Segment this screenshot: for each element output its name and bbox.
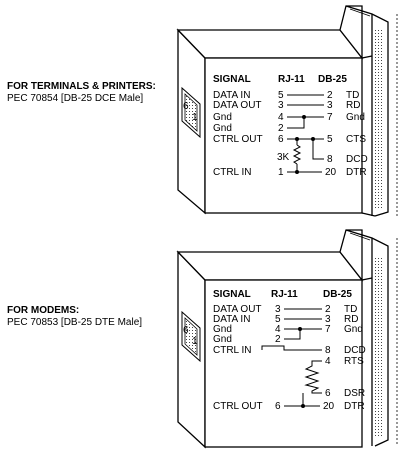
db25-signal: DTR: [346, 167, 367, 178]
diagram2-part: PEC 70853 [DB-25 DTE Male]: [7, 317, 143, 328]
jack1-pin-1: 1: [192, 112, 198, 123]
resistor-label: 3K: [277, 152, 290, 163]
db25-pin: 5: [327, 134, 333, 145]
pin-table-1: DATA IN 5 2 TD DATA OUT 3 3 RD Gnd 4 7 G…: [213, 90, 368, 178]
diagram2-title: FOR MODEMS:: [7, 305, 80, 316]
db25-signal: DTR: [344, 401, 365, 412]
signal-label: Gnd: [213, 123, 232, 134]
jack2-pin-6: 6: [183, 325, 189, 336]
header-db25-1: DB-25: [318, 74, 347, 85]
rj11-pin: 2: [275, 334, 281, 345]
wire-junction-dots-2: [298, 327, 305, 408]
jack2-pin-1: 1: [192, 336, 198, 347]
db25-pin: 2: [327, 90, 333, 101]
header-rj11-2: RJ-11: [271, 289, 298, 300]
diagram1-title: FOR TERMINALS & PRINTERS:: [7, 81, 156, 92]
signal-label: Gnd: [213, 334, 232, 345]
adapter-box-1: [176, 5, 398, 218]
db25-signal: RD: [344, 314, 358, 325]
signal-label: Gnd: [213, 324, 232, 335]
signal-label: DATA IN: [213, 314, 250, 325]
db25-signal: RD: [346, 100, 360, 111]
adapter-box-2: [176, 229, 398, 449]
header-rj11-1: RJ-11: [278, 74, 305, 85]
rj11-pin: 4: [278, 112, 284, 123]
jack1-pin-6: 6: [183, 101, 189, 112]
signal-label: CTRL IN: [213, 167, 252, 178]
db25-signal: TD: [344, 304, 357, 315]
wiring-2: [261, 308, 322, 407]
wiring-1: [287, 94, 324, 173]
signal-label: DATA IN: [213, 90, 250, 101]
db25-pin: 20: [323, 401, 335, 412]
db25-signal: RTS: [344, 356, 364, 367]
db25-pin: 2: [325, 304, 331, 315]
rj11-pin: 6: [275, 401, 281, 412]
db25-signal: DCD: [346, 154, 368, 165]
db25-pin: 8: [325, 345, 331, 356]
header-signal-2: SIGNAL: [213, 289, 251, 300]
db25-pin: 6: [325, 388, 331, 399]
signal-label: CTRL OUT: [213, 134, 263, 145]
signal-label: DATA OUT: [213, 304, 262, 315]
rj11-pin: 5: [278, 90, 284, 101]
db25-signal: Gnd: [346, 112, 365, 123]
signal-label: DATA OUT: [213, 100, 262, 111]
db25-pin: 7: [325, 324, 331, 335]
db25-signal: DSR: [344, 388, 365, 399]
wire-junction-dots-1: [295, 115, 315, 174]
db25-signal: CTS: [346, 134, 366, 145]
rj11-pin: 3: [275, 304, 281, 315]
rj11-pin: 2: [278, 123, 284, 134]
rj11-pin: 4: [275, 324, 281, 335]
pin-table-2: DATA OUT 3 2 TD DATA IN 5 3 RD Gnd 4 7 G…: [213, 304, 366, 412]
diagram1-part: PEC 70854 [DB-25 DCE Male]: [7, 93, 144, 104]
db25-signal: Gnd: [344, 324, 363, 335]
db25-signal: TD: [346, 90, 359, 101]
rj11-pin: 1: [278, 167, 284, 178]
rj11-pin: 6: [278, 134, 284, 145]
db25-pin: 3: [325, 314, 331, 325]
rj11-pin: 5: [275, 314, 281, 325]
signal-label: CTRL OUT: [213, 401, 263, 412]
rj11-pin: 3: [278, 100, 284, 111]
signal-label: Gnd: [213, 112, 232, 123]
db25-pin: 7: [327, 112, 333, 123]
header-db25-2: DB-25: [323, 289, 352, 300]
header-signal-1: SIGNAL: [213, 74, 251, 85]
db25-pin: 3: [327, 100, 333, 111]
signal-label: CTRL IN: [213, 345, 252, 356]
db25-signal: DCD: [344, 345, 366, 356]
db25-pin: 8: [327, 154, 333, 165]
db25-pin: 4: [325, 356, 331, 367]
db25-pin: 20: [325, 167, 337, 178]
